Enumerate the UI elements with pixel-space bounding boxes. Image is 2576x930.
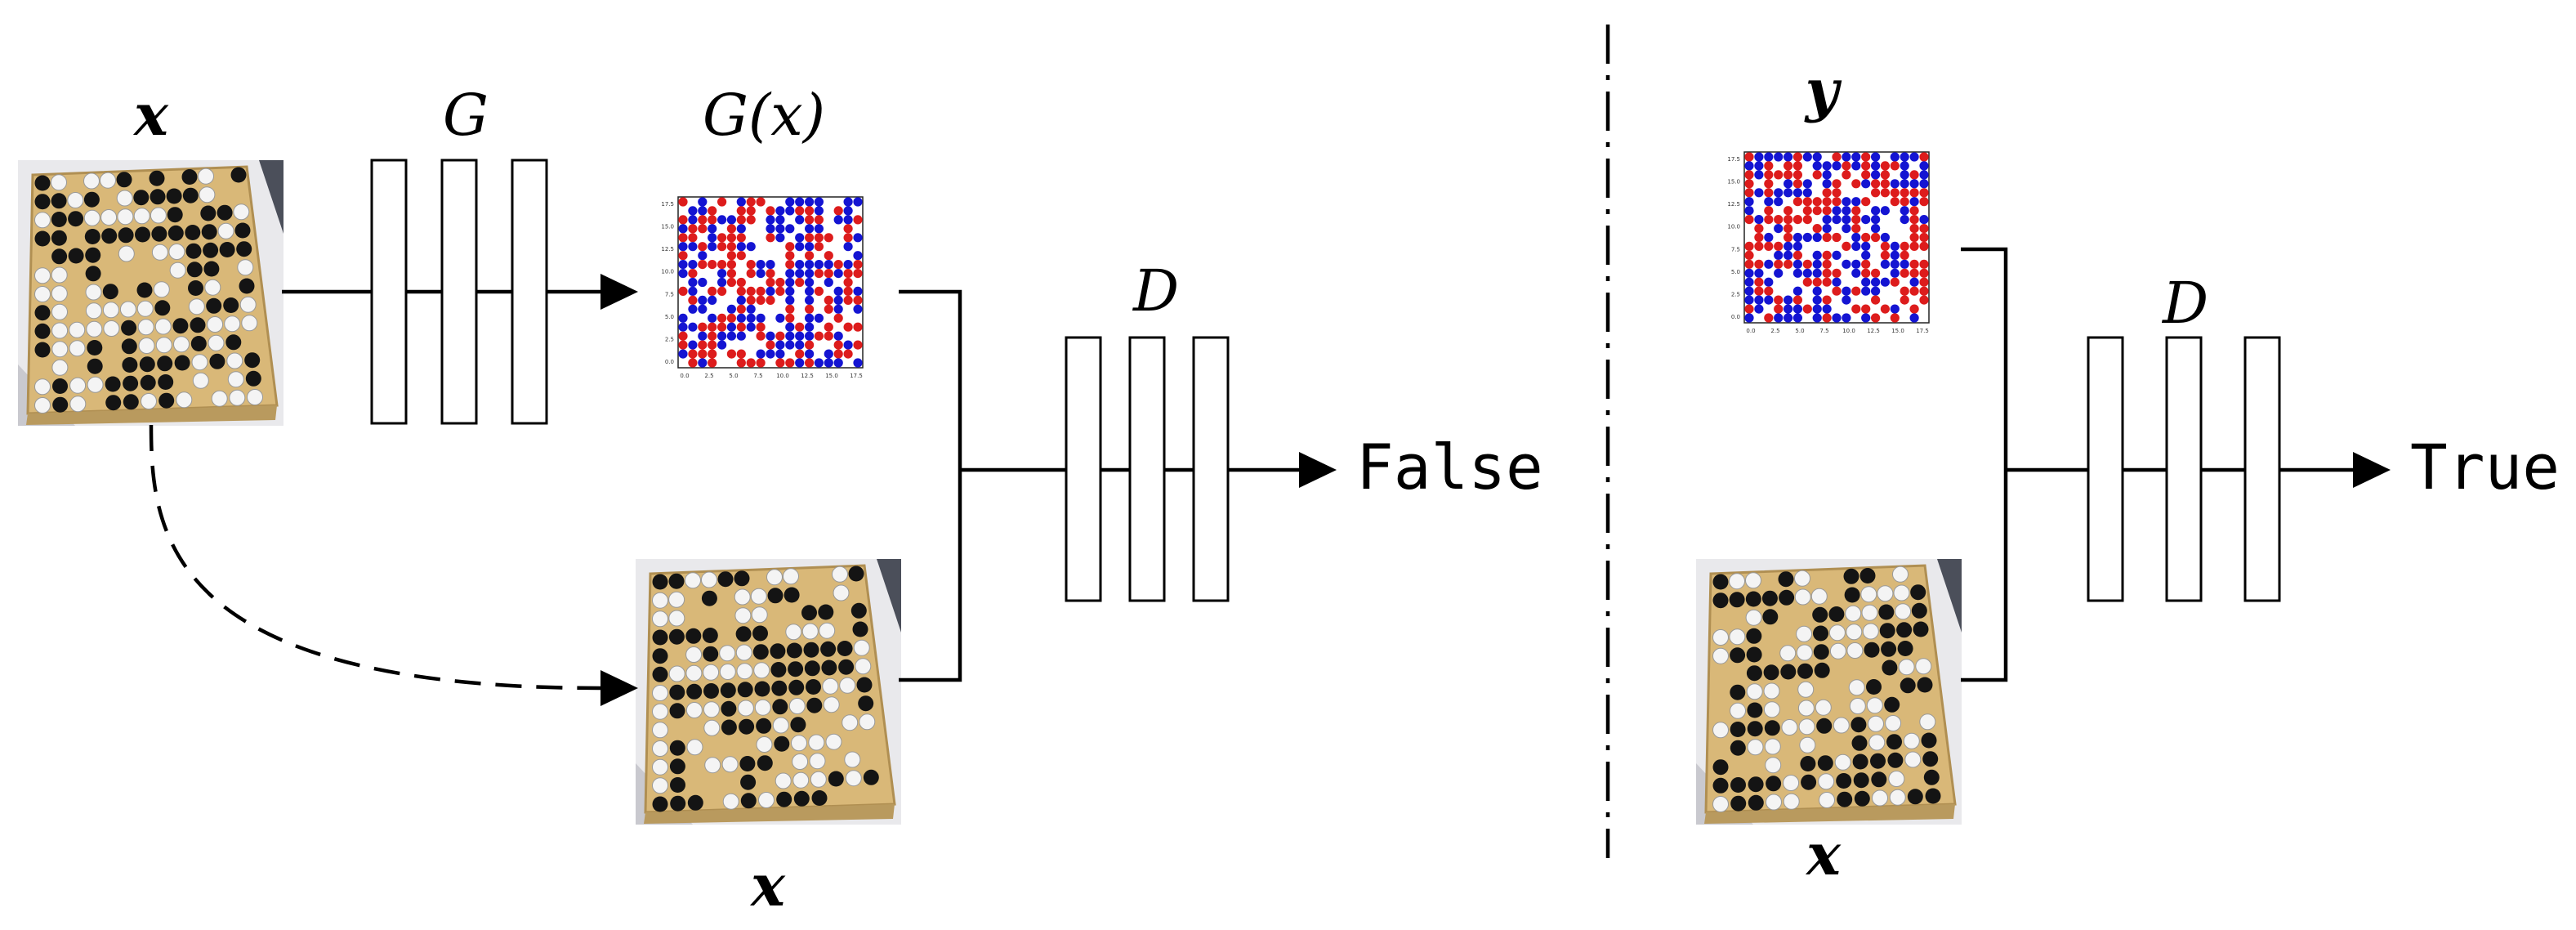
input-board-image [18, 160, 283, 426]
plot-x-tick-label: 12.5 [1867, 328, 1880, 334]
condition-dashed-path [149, 424, 601, 691]
plot-x-tick-label: 17.5 [850, 373, 863, 379]
plot-x-tick-label: 15.0 [825, 373, 838, 379]
plot-y-tick-label: 2.5 [665, 336, 674, 342]
generator-layer [370, 159, 408, 425]
plot-x-tick-label: 12.5 [801, 373, 814, 379]
plot-y-tick-label: 10.0 [661, 269, 674, 275]
right-conditioned-x-label: x [1805, 820, 1842, 888]
plot-y-tick-label: 7.5 [665, 291, 674, 297]
right-discriminator-block [2087, 336, 2281, 602]
generator-output-arrow [600, 274, 638, 310]
plot-x-tick-label: 17.5 [1916, 328, 1929, 334]
plot-y-tick-label: 15.0 [661, 224, 674, 230]
plot-y-tick-label: 12.5 [661, 246, 674, 253]
plot-y-tick-label: 5.0 [665, 314, 674, 320]
plot-y-tick-label: 2.5 [1731, 291, 1740, 297]
generator-block [370, 159, 548, 425]
condition-dashed-arrow [600, 670, 638, 706]
plot-x-tick-label: 5.0 [729, 373, 738, 379]
false-output-label: False [1356, 431, 1543, 503]
real-scatter-plot: 0.0 2.5 5.0 7.5 10.0 12.5 15.0 17.5 0.0 2.5 5.0 7.5… [1712, 147, 1932, 347]
discriminator-layer [2087, 336, 2124, 602]
plot-y-tick-label: 0.0 [1731, 314, 1740, 320]
conditioned-board-image [636, 559, 901, 825]
generated-label: G(x) [703, 82, 825, 149]
generator-label: G [443, 82, 489, 149]
plot-y-tick-label: 7.5 [1731, 246, 1740, 253]
generator-layer [440, 159, 478, 425]
plot-y-tick-label: 15.0 [1727, 179, 1740, 186]
conditioned-x-label: x [749, 852, 786, 919]
right-conditioned-board-image [1696, 559, 1962, 825]
generated-scatter-plot: 0.0 2.5 5.0 7.5 10.0 12.5 15.0 17.5 0.0 2.5 5.0 7.5… [645, 192, 866, 392]
left-merge-bracket [899, 289, 962, 682]
left-output-arrow [1299, 452, 1337, 488]
plot-y-tick-label: 0.0 [665, 359, 674, 365]
input-x-label: x [132, 81, 169, 149]
discriminator-layer [1128, 336, 1166, 602]
plot-y-tick-label: 12.5 [1727, 201, 1740, 208]
plot-y-tick-label: 5.0 [1731, 269, 1740, 275]
plot-x-tick-label: 7.5 [753, 373, 762, 379]
discriminator-layer [1065, 336, 1102, 602]
plot-y-tick-label: 17.5 [1727, 156, 1740, 163]
plot-y-tick-label: 17.5 [661, 201, 674, 208]
plot-x-tick-label: 5.0 [1795, 328, 1804, 334]
plot-x-tick-label: 7.5 [1819, 328, 1828, 334]
right-discriminator-label: D [2161, 270, 2208, 337]
left-discriminator-label: D [1132, 257, 1179, 324]
left-discriminator-block [1065, 336, 1230, 602]
discriminator-layer [1192, 336, 1230, 602]
plot-y-tick-label: 10.0 [1727, 224, 1740, 230]
plot-x-tick-label: 10.0 [776, 373, 789, 379]
plot-x-tick-label: 15.0 [1891, 328, 1904, 334]
generator-layer [511, 159, 548, 425]
plot-x-tick-label: 2.5 [704, 373, 713, 379]
real-y-label: y [1804, 56, 1842, 124]
right-merge-bracket [1961, 247, 2008, 682]
true-output-label: True [2410, 431, 2560, 503]
plot-x-tick-label: 0.0 [1746, 328, 1755, 334]
discriminator-layer [2243, 336, 2281, 602]
plot-x-tick-label: 0.0 [680, 373, 689, 379]
discriminator-layer [2165, 336, 2203, 602]
plot-x-tick-label: 10.0 [1842, 328, 1855, 334]
right-output-arrow [2353, 452, 2391, 488]
plot-x-tick-label: 2.5 [1770, 328, 1779, 334]
